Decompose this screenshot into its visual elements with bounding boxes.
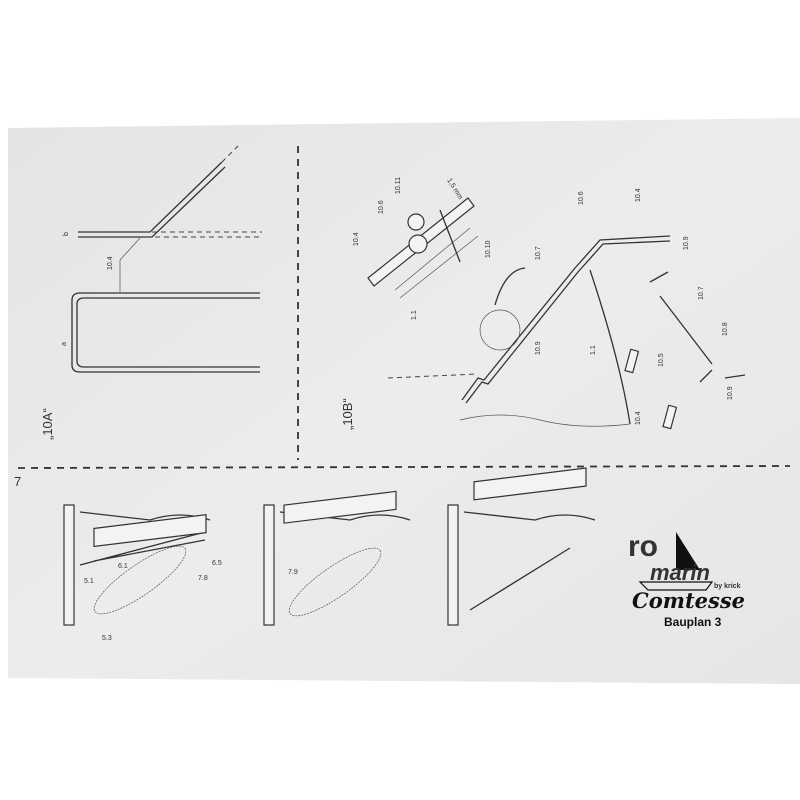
sail-icon xyxy=(676,532,700,570)
label-10-4: 10.4 xyxy=(353,232,360,246)
label-5-1: 5.1 xyxy=(84,578,94,585)
logo-marin: marin xyxy=(650,560,710,585)
sheet-name: Bauplan 3 xyxy=(664,615,722,629)
label-10-10: 10.10 xyxy=(485,240,492,258)
step-7-drawing-3 xyxy=(447,467,596,626)
horizontal-divider xyxy=(17,465,791,469)
label-10-4-c: 10.4 xyxy=(635,411,642,425)
step-7-drawing-1: 6.1 6.5 5.1 7.8 5.3 xyxy=(63,504,222,642)
label-10-9-c: 10.9 xyxy=(727,386,734,400)
label-7-9: 7.9 xyxy=(288,569,298,576)
label-10-7: 10.7 xyxy=(535,246,542,260)
label-5-3: 5.3 xyxy=(102,635,112,642)
label-10-9: 10.9 xyxy=(535,341,542,355)
label-7-8: 7.8 xyxy=(198,575,208,582)
step-7-drawing-2: 7.9 xyxy=(263,490,411,626)
label-10-4-b: 10.4 xyxy=(635,188,642,202)
label-6-1: 6.1 xyxy=(118,563,128,570)
label-b: b xyxy=(63,232,70,236)
label-10-7-b: 10.7 xyxy=(698,286,705,300)
label-10-5: 10.5 xyxy=(658,353,665,367)
romarin-logo: ro marin by krick xyxy=(628,530,741,591)
label-10-6-b: 10.6 xyxy=(578,191,585,205)
view-10b-title: „10B“ xyxy=(340,398,355,430)
logo-ro: ro xyxy=(628,530,658,563)
view-10a-title: „10A“ xyxy=(40,408,55,440)
step-number: 7 xyxy=(14,474,21,489)
label-part: 10.4 xyxy=(107,256,114,270)
label-10-6: 10.6 xyxy=(378,200,385,214)
label-10-11: 10.11 xyxy=(395,177,402,194)
label-10-8: 10.8 xyxy=(722,322,729,336)
label-10-9-b: 10.9 xyxy=(683,236,690,250)
label-1-1-detail: 1.1 xyxy=(411,310,418,320)
paper-sheet xyxy=(8,118,800,684)
model-name: Comtesse xyxy=(632,588,745,613)
label-6-5: 6.5 xyxy=(212,560,222,567)
label-1-1: 1.1 xyxy=(590,345,597,355)
logo-by-krick: by krick xyxy=(714,583,741,590)
hull-icon xyxy=(638,581,714,591)
view-10a-drawing: b a 10.4 „10A“ xyxy=(40,145,262,440)
label-a: a xyxy=(61,342,68,346)
